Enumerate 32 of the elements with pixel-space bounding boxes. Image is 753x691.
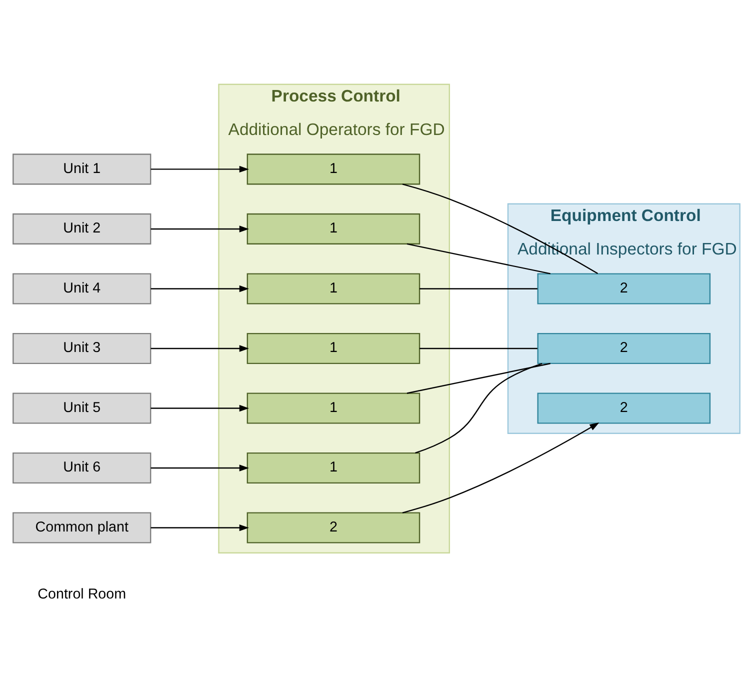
node-box: 2 (537, 392, 711, 424)
arrow (150, 285, 249, 292)
node-box: 1 (246, 213, 420, 244)
node-box: Unit 4 (12, 273, 152, 304)
node-box: 1 (246, 392, 420, 424)
connector (406, 243, 550, 274)
connector (420, 348, 538, 350)
arrow (402, 422, 600, 514)
node-box: 2 (246, 512, 420, 544)
connector (420, 288, 538, 290)
node-box: Unit 3 (12, 332, 152, 364)
node-box: 2 (537, 332, 711, 364)
arrow (150, 226, 249, 232)
connector (406, 362, 550, 394)
node-box: 1 (246, 154, 420, 185)
arrow (150, 524, 249, 532)
node-box: 2 (537, 273, 711, 304)
arrow (150, 404, 249, 412)
node-box: Unit 1 (12, 154, 152, 185)
node-box: 1 (246, 332, 420, 364)
node-box: 1 (246, 452, 420, 484)
label: Control Room (38, 586, 126, 602)
arrow (150, 345, 249, 352)
arrow (150, 166, 249, 173)
node-box: Unit 6 (12, 452, 152, 484)
node-box: 1 (246, 273, 420, 304)
arrow (150, 464, 249, 472)
connector (402, 184, 598, 274)
node-box: Common plant (12, 512, 152, 544)
connector (415, 362, 542, 454)
node-box: Unit 2 (12, 213, 152, 244)
node-box: Unit 5 (12, 392, 152, 424)
